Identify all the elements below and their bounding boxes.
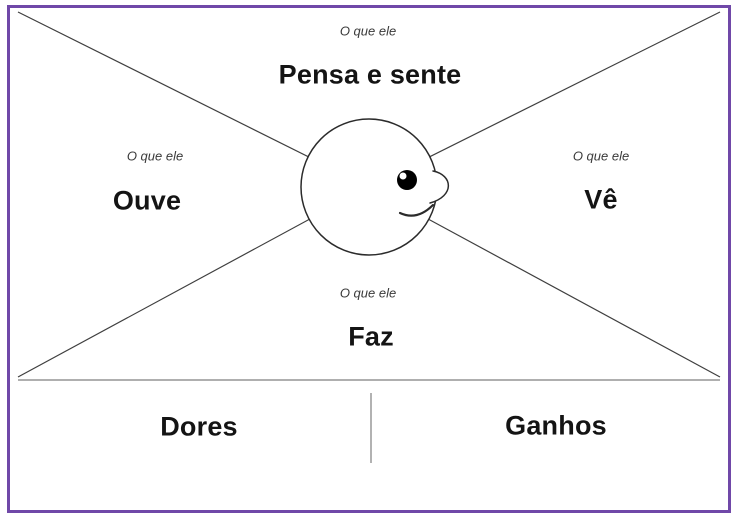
bottom-quadrant-prefix: O que ele (339, 285, 397, 301)
bottom-quadrant-label: Faz (348, 321, 394, 352)
face-eye (397, 170, 417, 190)
face-head (300, 118, 438, 256)
left-quadrant-prefix: O que ele (126, 148, 184, 164)
top-quadrant-label: Pensa e sente (278, 59, 462, 90)
right-quadrant-label: Vê (584, 184, 618, 215)
top-quadrant-prefix: O que ele (339, 23, 397, 39)
pains-section-label: Dores (160, 411, 238, 442)
left-quadrant-label: Ouve (112, 185, 182, 216)
right-quadrant-prefix: O que ele (572, 148, 630, 164)
face-eye-highlight (399, 172, 407, 180)
face-icon (300, 118, 449, 256)
gains-section-label: Ganhos (505, 410, 607, 441)
face-smile (398, 203, 435, 217)
face-nose (429, 170, 449, 204)
empathy-map-frame (7, 5, 731, 513)
